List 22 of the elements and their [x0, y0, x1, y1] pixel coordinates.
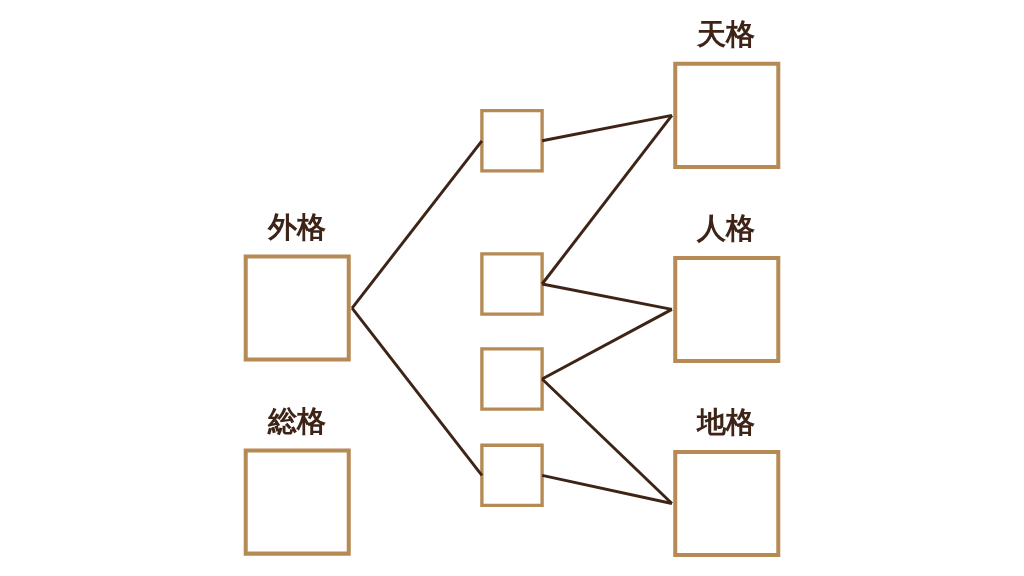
connector [350, 307, 484, 477]
node-box [243, 448, 351, 556]
node-label: 外格 [267, 209, 326, 244]
node-box [673, 449, 781, 557]
node-label: 人格 [697, 210, 756, 245]
node-box [480, 252, 544, 316]
connector [541, 377, 673, 505]
connector [541, 282, 673, 311]
node-label: 天格 [697, 16, 756, 51]
node-box [243, 254, 351, 362]
node-box [480, 109, 544, 173]
connector [541, 473, 673, 505]
connector [541, 308, 673, 381]
node-label: 総格 [267, 403, 326, 438]
node-box [673, 255, 781, 363]
node-box [480, 443, 544, 508]
node-box [480, 347, 544, 411]
connector [540, 114, 674, 285]
connector [350, 139, 484, 309]
connector [541, 113, 673, 143]
node-label: 地格 [697, 404, 756, 439]
node-box [673, 61, 781, 169]
